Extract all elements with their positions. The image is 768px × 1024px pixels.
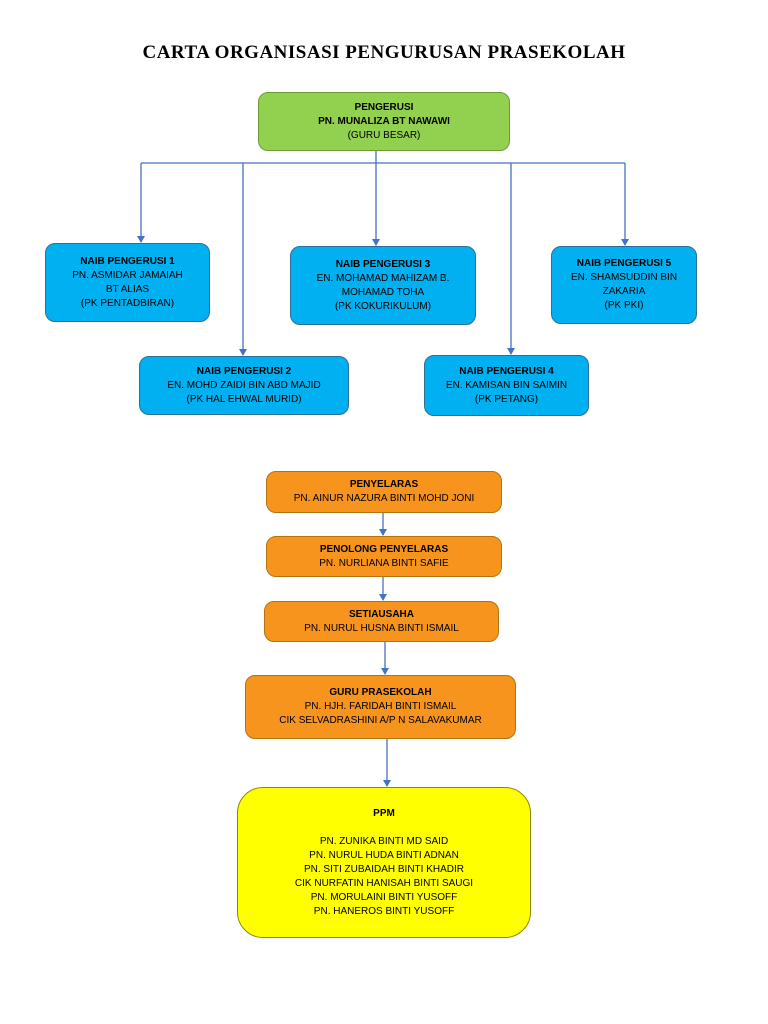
guru-role: GURU PRASEKOLAH: [329, 687, 432, 698]
ppm-name: PN. NURUL HUDA BINTI ADNAN: [309, 849, 459, 861]
penolong-name: PN. NURLIANA BINTI SAFIE: [319, 557, 449, 569]
naib-5-line: (PK PKI): [604, 300, 644, 311]
guru-name: CIK SELVADRASHINI A/P N SALAVAKUMAR: [279, 715, 482, 726]
penyelaras-box: PENYELARAS PN. AINUR NAZURA BINTI MOHD J…: [266, 471, 502, 513]
naib-5-role: NAIB PENGERUSI 5: [576, 258, 672, 269]
naib-pengerusi-1-box: NAIB PENGERUSI 1 PN. ASMIDAR JAMAIAH BT …: [45, 243, 210, 322]
ppm-name: CIK NURFATIN HANISAH BINTI SAUGI: [294, 877, 474, 889]
naib-pengerusi-5-box: NAIB PENGERUSI 5 EN. SHAMSUDDIN BIN ZAKA…: [551, 246, 697, 324]
naib-1-role: NAIB PENGERUSI 1: [80, 255, 175, 267]
ppm-role: PPM: [373, 807, 395, 819]
naib-4-line: EN. KAMISAN BIN SAIMIN: [445, 379, 568, 391]
penolong-penyelaras-box: PENOLONG PENYELARAS PN. NURLIANA BINTI S…: [266, 536, 502, 577]
naib-2-line: EN. MOHD ZAIDI BIN ABD MAJID: [167, 379, 321, 391]
naib-2-role: NAIB PENGERUSI 2: [196, 365, 292, 377]
naib-4-line: (PK PETANG): [474, 393, 539, 405]
chair-role: PENGERUSI: [354, 101, 414, 113]
naib-3-line: (PK KOKURIKULUM): [334, 300, 432, 312]
naib-5-line: EN. SHAMSUDDIN BIN: [570, 272, 678, 283]
chair-name: PN. MUNALIZA BT NAWAWI: [318, 115, 450, 127]
naib-pengerusi-2-box: NAIB PENGERUSI 2 EN. MOHD ZAIDI BIN ABD …: [139, 356, 349, 415]
ppm-name: PN. MORULAINI BINTI YUSOFF: [310, 891, 458, 903]
ppm-name: PN. SITI ZUBAIDAH BINTI KHADIR: [303, 863, 465, 875]
naib-3-role: NAIB PENGERUSI 3: [335, 258, 431, 270]
guru-prasekolah-box: GURU PRASEKOLAH PN. HJH. FARIDAH BINTI I…: [245, 675, 516, 739]
setiausaha-role: SETIAUSAHA: [348, 608, 414, 620]
naib-5-line: ZAKARIA: [602, 286, 646, 297]
setiausaha-box: SETIAUSAHA PN. NURUL HUSNA BINTI ISMAIL: [264, 601, 499, 642]
naib-2-line: (PK HAL EHWAL MURID): [186, 393, 302, 405]
ppm-name: PN. HANEROS BINTI YUSOFF: [313, 905, 455, 917]
ppm-name: PN. ZUNIKA BINTI MD SAID: [319, 835, 449, 847]
naib-pengerusi-4-box: NAIB PENGERUSI 4 EN. KAMISAN BIN SAIMIN …: [424, 355, 589, 416]
naib-3-line: MOHAMAD TOHA: [341, 286, 425, 298]
naib-1-line: BT ALIAS: [105, 283, 150, 295]
chart-title: CARTA ORGANISASI PENGURUSAN PRASEKOLAH: [142, 42, 626, 63]
chair-note: (GURU BESAR): [347, 129, 421, 141]
setiausaha-name: PN. NURUL HUSNA BINTI ISMAIL: [304, 622, 459, 634]
penyelaras-role: PENYELARAS: [349, 479, 419, 490]
naib-1-line: (PK PENTADBIRAN): [80, 297, 175, 309]
penolong-role: PENOLONG PENYELARAS: [319, 543, 449, 555]
naib-4-role: NAIB PENGERUSI 4: [459, 365, 554, 377]
ppm-box: PPM PN. ZUNIKA BINTI MD SAID PN. NURUL H…: [237, 787, 531, 938]
naib-1-line: PN. ASMIDAR JAMAIAH: [72, 269, 183, 281]
chair-box: PENGERUSI PN. MUNALIZA BT NAWAWI (GURU B…: [258, 92, 510, 151]
guru-name: PN. HJH. FARIDAH BINTI ISMAIL: [304, 701, 457, 712]
naib-pengerusi-3-box: NAIB PENGERUSI 3 EN. MOHAMAD MAHIZAM B. …: [290, 246, 476, 325]
penyelaras-name: PN. AINUR NAZURA BINTI MOHD JONI: [293, 493, 475, 504]
naib-3-line: EN. MOHAMAD MAHIZAM B.: [316, 272, 450, 284]
